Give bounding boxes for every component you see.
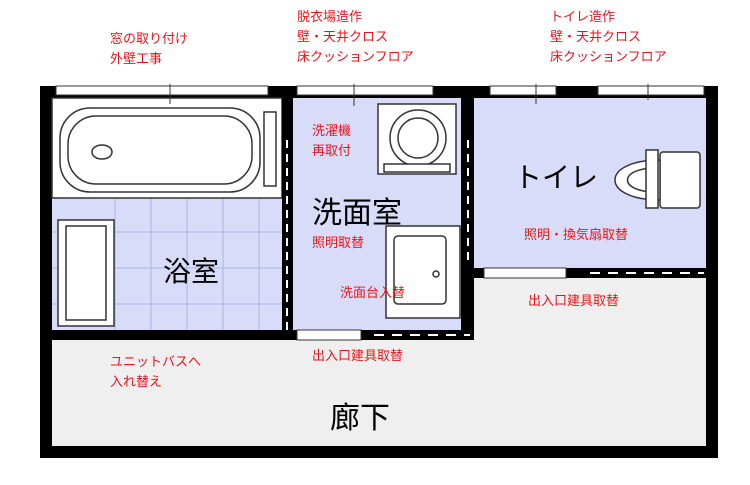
- note-line: 壁・天井クロス: [297, 30, 389, 45]
- bathtub: [51, 97, 283, 199]
- note-toilet-light-fan: 照明・換気扇取替: [524, 228, 629, 243]
- note-line: 窓の取り付け: [110, 32, 189, 47]
- note-unit-bath: ユニットバスへ 入れ替え: [110, 353, 201, 393]
- note-line: 洗濯機: [312, 124, 352, 139]
- note-dressing-room-work: 脱衣場造作 壁・天井クロス 床クッションフロア: [297, 8, 414, 68]
- washroom-lower-wall: [461, 268, 474, 340]
- hallway-floor-right: [474, 278, 706, 344]
- note-line: 壁・天井クロス: [550, 30, 642, 45]
- note-line: 床クッションフロア: [297, 50, 414, 65]
- note-line: トイレ造作: [550, 10, 616, 25]
- note-toilet-door: 出入口建具取替: [528, 294, 620, 309]
- bath-bench: [57, 219, 115, 327]
- leader-lines: [169, 84, 649, 106]
- note-line: 床クッションフロア: [550, 50, 667, 65]
- note-line: ユニットバスへ: [110, 355, 202, 370]
- note-line: 外壁工事: [110, 52, 163, 67]
- note-window-work: 窓の取り付け 外壁工事: [110, 30, 188, 70]
- note-line: 脱衣場造作: [297, 10, 363, 25]
- top-windows: [55, 85, 705, 96]
- note-line: 入れ替え: [110, 375, 163, 390]
- room-label-toilet: トイレ: [514, 161, 599, 194]
- note-vanity-replace: 洗面台入替: [340, 286, 406, 301]
- room-label-hallway: 廊下: [330, 401, 390, 436]
- vanity-sink: [385, 225, 461, 319]
- note-washroom-light: 照明取替: [312, 236, 365, 251]
- toilet-door-opening: [483, 267, 567, 279]
- toilet-fixture: [614, 149, 701, 209]
- washroom-door-opening: [296, 329, 362, 341]
- note-washroom-door: 出入口建具取替: [312, 349, 404, 364]
- room-label-washroom: 洗面室: [312, 196, 402, 231]
- hallway-floor: [52, 340, 706, 446]
- bath-bottom-wall: [40, 330, 282, 340]
- washing-machine: [377, 103, 457, 175]
- note-line: 再取付: [312, 144, 352, 159]
- note-washer-reinstall: 洗濯機 再取付: [312, 122, 351, 162]
- note-toilet-work: トイレ造作 壁・天井クロス 床クッションフロア: [550, 8, 667, 68]
- room-label-bathroom: 浴室: [163, 255, 220, 288]
